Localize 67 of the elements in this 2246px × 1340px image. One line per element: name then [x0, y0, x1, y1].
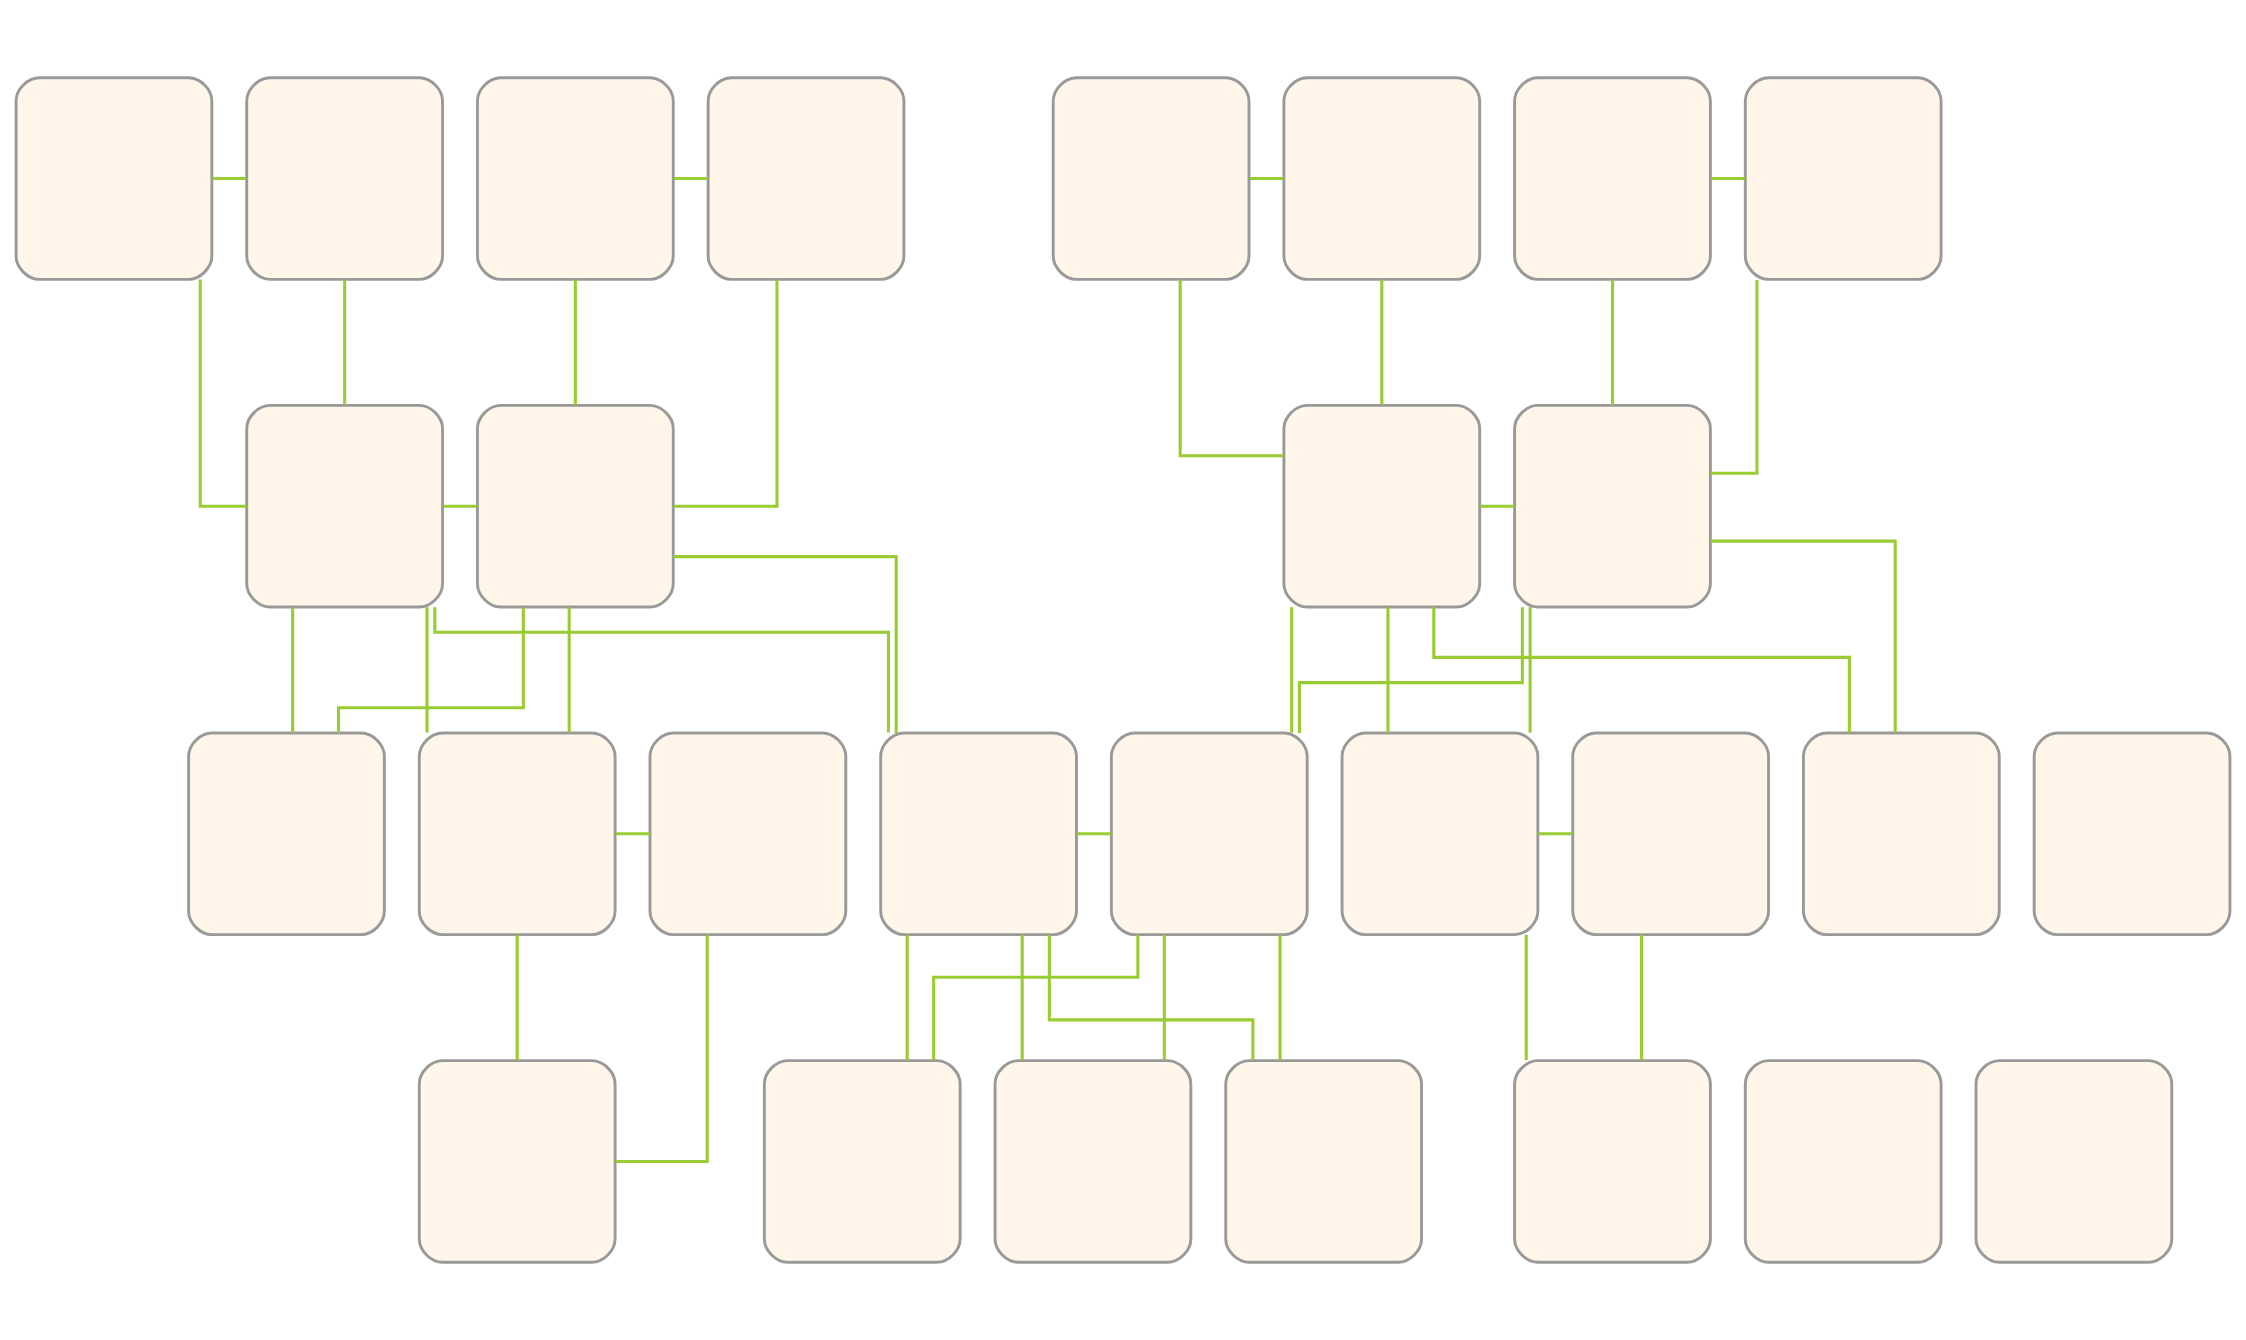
node-box — [1224, 1059, 1423, 1264]
connector — [1710, 279, 1759, 475]
connector — [1524, 934, 1528, 1061]
node-box — [1282, 403, 1482, 609]
connector — [1432, 607, 1851, 733]
connector — [425, 607, 429, 733]
connector — [615, 934, 709, 1163]
node-box — [245, 403, 444, 609]
node-box — [1974, 1059, 2174, 1264]
connector — [1278, 934, 1282, 1061]
connector — [1528, 607, 1532, 733]
node-box — [476, 403, 675, 609]
connector — [1249, 177, 1284, 181]
connector — [932, 935, 1140, 1061]
connector — [1297, 607, 1524, 733]
connector — [343, 279, 347, 405]
connector — [443, 504, 478, 508]
connector — [1178, 279, 1284, 458]
connector — [1610, 279, 1615, 405]
connector — [1077, 832, 1112, 836]
node-box — [2032, 731, 2232, 937]
connector — [1480, 504, 1515, 508]
node-box — [476, 76, 675, 281]
connector — [1386, 607, 1390, 733]
connector — [673, 555, 898, 733]
connector — [1290, 607, 1294, 733]
node-box — [1743, 1059, 1943, 1264]
connector — [673, 177, 708, 181]
node-box — [1513, 1059, 1712, 1264]
node-box — [1571, 731, 1770, 937]
node-box — [1743, 76, 1943, 281]
node-box — [648, 731, 848, 937]
connector — [1162, 934, 1166, 1061]
connector — [291, 607, 295, 733]
node-box — [1282, 76, 1482, 281]
connector — [198, 279, 247, 508]
node-box — [417, 731, 617, 937]
connector — [1640, 934, 1644, 1061]
connector — [1710, 539, 1897, 733]
connector — [1538, 832, 1573, 836]
node-box — [1051, 76, 1251, 281]
node-box — [1802, 731, 2001, 937]
connector — [433, 607, 890, 733]
connector — [673, 279, 779, 508]
connector — [1020, 934, 1024, 1061]
connector — [1711, 177, 1745, 181]
connector — [336, 607, 525, 733]
node-box — [417, 1059, 617, 1264]
connector — [515, 934, 519, 1061]
node-box — [245, 76, 444, 281]
node-box — [1513, 76, 1712, 281]
connector — [615, 832, 650, 836]
node-box — [706, 76, 906, 281]
node-box — [187, 731, 386, 937]
connector — [573, 279, 577, 405]
connector — [567, 607, 571, 733]
node-box — [993, 1059, 1193, 1264]
node-box — [1340, 731, 1540, 937]
node-box — [14, 76, 214, 281]
connector — [1047, 935, 1255, 1061]
node-box — [762, 1059, 962, 1264]
connector — [1380, 279, 1384, 405]
node-box — [1513, 403, 1712, 609]
node-box — [879, 731, 1078, 937]
node-box — [1109, 731, 1309, 937]
connector — [212, 177, 247, 181]
connector — [905, 934, 909, 1061]
